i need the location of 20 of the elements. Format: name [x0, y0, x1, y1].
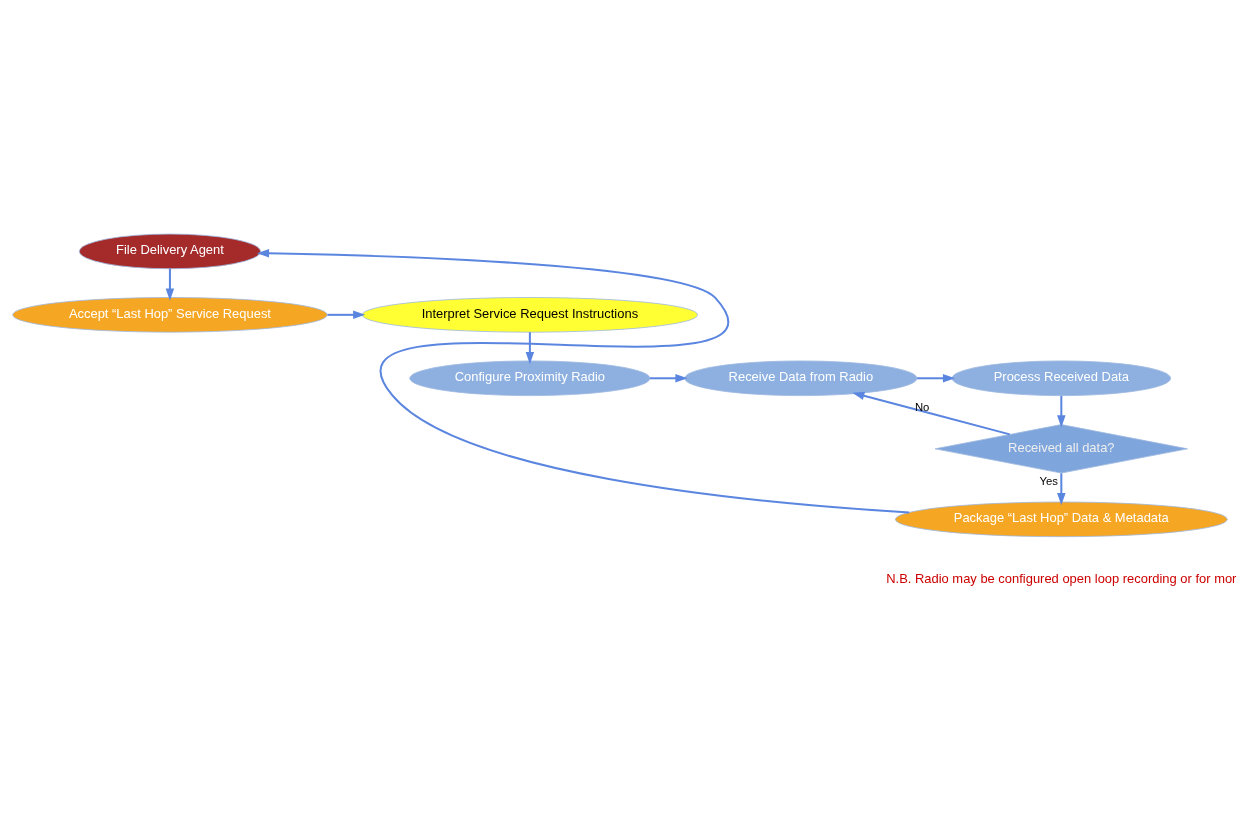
node-ellipse: Package “Last Hop” Data & Metadata	[895, 501, 1228, 538]
arrow	[1057, 473, 1066, 506]
arrow	[917, 374, 956, 383]
node-diamond: Received all data?	[934, 424, 1188, 474]
edge-label: No	[914, 400, 930, 413]
arrow	[852, 391, 1011, 436]
arrow	[256, 249, 910, 514]
arrow	[165, 268, 175, 301]
arrow	[1057, 395, 1066, 428]
edge-label: Yes	[1039, 474, 1059, 487]
node-ellipse: Process Received Data	[951, 360, 1171, 396]
arrow	[525, 332, 535, 365]
node-ellipse: Receive Data from Radio	[684, 360, 918, 396]
arrow	[327, 310, 366, 320]
node-ellipse: Configure Proximity Radio	[409, 360, 651, 396]
label: N.B. Radio may be configured open loop recording or for mor	[886, 571, 1237, 587]
node-ellipse: Accept “Last Hop” Service Request	[12, 297, 328, 333]
arrow	[650, 374, 688, 383]
node-ellipse: File Delivery Agent	[78, 233, 261, 270]
node-ellipse: Interpret Service Request Instructions	[361, 297, 698, 333]
